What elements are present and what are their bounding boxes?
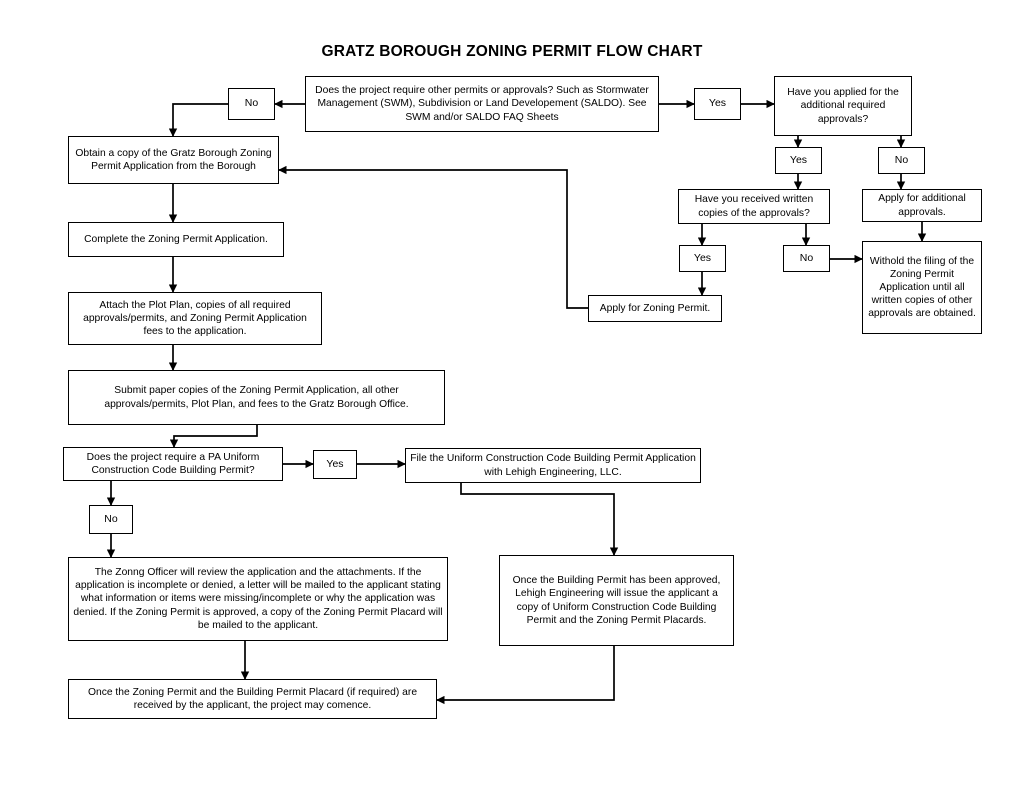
- node-project-may-commence[interactable]: Once the Zoning Permit and the Building …: [68, 679, 437, 719]
- node-yes-2-label: Yes: [789, 153, 808, 166]
- edge-no1-to-obtain: [168, 103, 228, 137]
- node-file-ucc-application[interactable]: File the Uniform Construction Code Build…: [405, 448, 701, 483]
- node-other-permits-question[interactable]: Does the project require other permits o…: [305, 76, 659, 132]
- node-apply-additional-label: Apply for additional approvals.: [878, 193, 966, 218]
- node-no-3[interactable]: No: [783, 245, 830, 272]
- node-ucc-question[interactable]: Does the project require a PA Uniform Co…: [63, 447, 283, 481]
- page-title: GRATZ BOROUGH ZONING PERMIT FLOW CHART: [321, 43, 703, 60]
- node-yes-2[interactable]: Yes: [775, 147, 822, 174]
- node-yes-1-label: Yes: [708, 97, 727, 110]
- node-attach-plot-plan[interactable]: Attach the Plot Plan, copies of all requ…: [68, 292, 322, 345]
- node-yes-3-label: Yes: [693, 251, 712, 264]
- node-received-written-question-label: Have you received written copies of the …: [694, 194, 814, 219]
- edge-approved-to-commence: [436, 646, 615, 705]
- node-submit-paper-copies[interactable]: Submit paper copies of the Zoning Permit…: [68, 370, 445, 425]
- node-other-permits-question-label: Does the project require other permits o…: [315, 85, 649, 123]
- node-complete-application-label: Complete the Zoning Permit Application.: [84, 233, 268, 245]
- node-zoning-officer-review[interactable]: The Zonng Officer will review the applic…: [68, 557, 448, 641]
- node-received-written-question[interactable]: Have you received written copies of the …: [678, 189, 830, 224]
- node-no-4[interactable]: No: [89, 505, 133, 534]
- node-submit-paper-copies-label: Submit paper copies of the Zoning Permit…: [104, 385, 409, 410]
- node-ucc-question-label: Does the project require a PA Uniform Co…: [86, 451, 260, 476]
- node-building-permit-approved[interactable]: Once the Building Permit has been approv…: [499, 555, 734, 646]
- node-attach-plot-plan-label: Attach the Plot Plan, copies of all requ…: [83, 299, 307, 338]
- node-no-1[interactable]: No: [228, 88, 275, 120]
- node-zoning-officer-review-label: The Zonng Officer will review the applic…: [73, 567, 443, 631]
- node-yes-4-label: Yes: [326, 457, 344, 470]
- node-file-ucc-application-label: File the Uniform Construction Code Build…: [410, 453, 696, 478]
- edge-file-to-approved: [460, 483, 619, 556]
- node-yes-1[interactable]: Yes: [694, 88, 741, 120]
- node-withold-filing-label: Withold the filing of the Zoning Permit …: [868, 255, 976, 320]
- node-yes-4[interactable]: Yes: [313, 450, 357, 479]
- node-apply-zoning-permit-label: Apply for Zoning Permit.: [599, 302, 711, 314]
- edge-applyzp-to-obtain: [278, 165, 588, 309]
- node-obtain-copy[interactable]: Obtain a copy of the Gratz Borough Zonin…: [68, 136, 279, 184]
- node-project-may-commence-label: Once the Zoning Permit and the Building …: [87, 686, 418, 711]
- node-applied-question[interactable]: Have you applied for the additional requ…: [774, 76, 912, 136]
- node-building-permit-approved-label: Once the Building Permit has been approv…: [512, 575, 721, 626]
- node-no-2-label: No: [894, 153, 909, 166]
- node-apply-zoning-permit[interactable]: Apply for Zoning Permit.: [588, 295, 722, 322]
- edge-submit-to-ucc: [169, 425, 258, 448]
- node-no-4-label: No: [104, 512, 118, 525]
- node-applied-question-label: Have you applied for the additional requ…: [787, 87, 899, 125]
- node-apply-additional[interactable]: Apply for additional approvals.: [862, 189, 982, 222]
- node-complete-application[interactable]: Complete the Zoning Permit Application.: [68, 222, 284, 257]
- node-no-3-label: No: [799, 251, 814, 264]
- node-withold-filing[interactable]: Withold the filing of the Zoning Permit …: [862, 241, 982, 334]
- node-no-2[interactable]: No: [878, 147, 925, 174]
- node-obtain-copy-label: Obtain a copy of the Gratz Borough Zonin…: [75, 147, 272, 172]
- node-yes-3[interactable]: Yes: [679, 245, 726, 272]
- node-no-1-label: No: [244, 97, 259, 110]
